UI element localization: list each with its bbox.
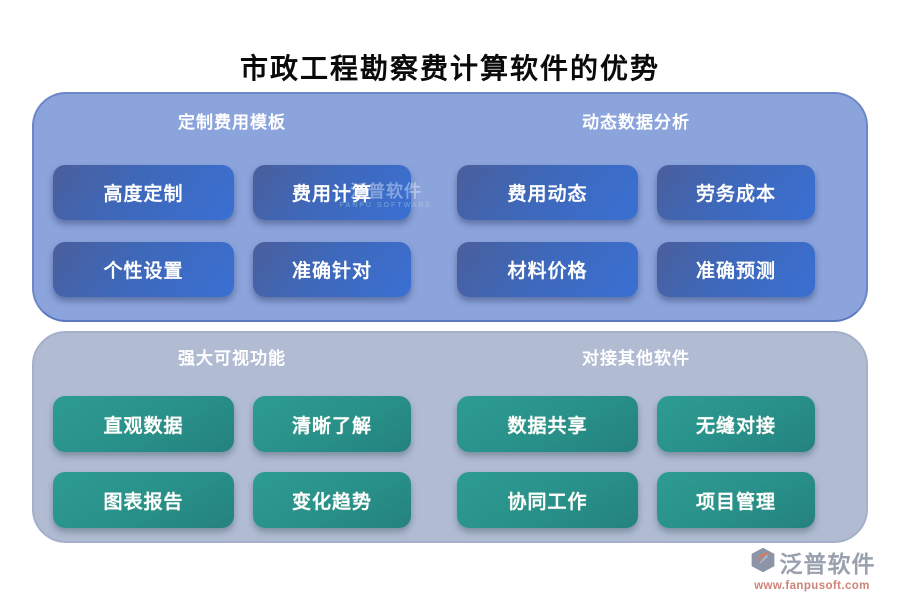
feature-button[interactable]: 材料价格 [457,242,638,297]
section-custom-fee-template: 定制费用模板 高度定制 费用计算 个性设置 准确针对 [53,111,411,320]
feature-button[interactable]: 劳务成本 [657,165,815,220]
brand-name: 泛普软件 [779,551,876,577]
feature-button[interactable]: 数据共享 [457,396,638,452]
section-software-integration: 对接其他软件 数据共享 无缝对接 协同工作 项目管理 [457,347,815,541]
feature-button[interactable]: 高度定制 [53,165,234,220]
section-visual-functions: 强大可视功能 直观数据 清晰了解 图表报告 变化趋势 [53,347,411,541]
page-title: 市政工程勘察费计算软件的优势 [239,52,660,84]
feature-button[interactable]: 清晰了解 [253,396,411,452]
section-header: 定制费用模板 [178,113,286,132]
button-grid: 直观数据 清晰了解 图表报告 变化趋势 [53,396,411,528]
section-dynamic-data-analysis: 动态数据分析 费用动态 劳务成本 材料价格 准确预测 [457,111,815,320]
feature-button[interactable]: 个性设置 [53,242,234,297]
feature-button[interactable]: 费用动态 [457,165,638,220]
feature-button[interactable]: 协同工作 [457,472,638,528]
feature-button[interactable]: 无缝对接 [657,396,815,452]
panel-visualization-and-integration: 强大可视功能 直观数据 清晰了解 图表报告 变化趋势 对接其他软件 数据共享 无… [32,331,868,543]
brand-url-link[interactable]: www.fanpusoft.com [754,580,870,592]
feature-button[interactable]: 准确预测 [657,242,815,297]
footer-brand-logo: 泛普软件 www.fanpusoft.com [732,545,892,592]
feature-button[interactable]: 准确针对 [253,242,411,297]
fanpu-logo-icon [749,546,777,579]
section-header: 对接其他软件 [582,349,690,368]
button-grid: 数据共享 无缝对接 协同工作 项目管理 [457,396,815,528]
section-header: 动态数据分析 [582,113,690,132]
button-grid: 费用动态 劳务成本 材料价格 准确预测 [457,165,815,297]
feature-button[interactable]: 项目管理 [657,472,815,528]
feature-button[interactable]: 图表报告 [53,472,234,528]
feature-button[interactable]: 变化趋势 [253,472,411,528]
feature-button[interactable]: 直观数据 [53,396,234,452]
brand-row: 泛普软件 [732,545,892,579]
panel-fee-template-and-analysis: 定制费用模板 高度定制 费用计算 个性设置 准确针对 动态数据分析 费用动态 劳… [32,92,868,322]
feature-button[interactable]: 费用计算 [253,165,411,220]
button-grid: 高度定制 费用计算 个性设置 准确针对 [53,165,411,297]
section-header: 强大可视功能 [178,349,286,368]
